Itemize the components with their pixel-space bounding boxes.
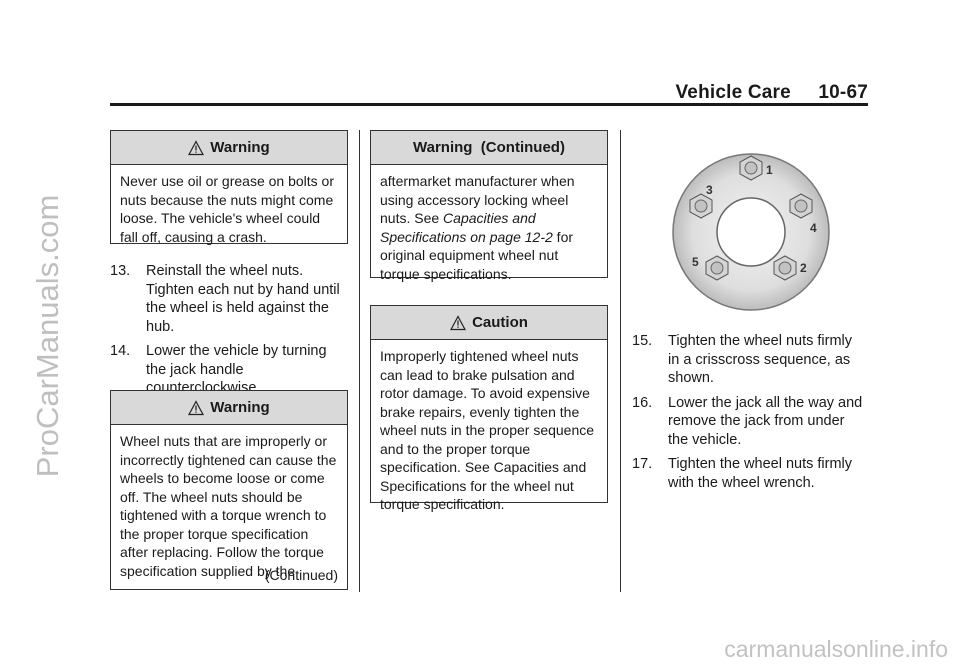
warning-triangle-icon [188, 139, 205, 155]
warning-continued-box: Warning (Continued) aftermarket manufact… [370, 130, 608, 282]
nut-label-3: 3 [706, 183, 713, 197]
warning-triangle-icon [188, 399, 205, 415]
warning-text: aftermarket manufacturer when using acce… [371, 165, 607, 283]
column-divider-1 [359, 130, 360, 592]
lug-nut-4 [789, 193, 813, 219]
page-number: 10-67 [818, 82, 868, 103]
list-item: 13. Reinstall the wheel nuts. Tighten ea… [110, 262, 350, 336]
step-number: 15. [632, 333, 653, 349]
step-number: 13. [110, 263, 131, 279]
side-watermark: ProCarManuals.com [30, 194, 65, 478]
warning-text-part: for original equipment wheel nut torque … [380, 228, 574, 282]
nut-label-2: 2 [800, 261, 807, 275]
nut-label-5: 5 [692, 255, 699, 269]
warning-box-header: Warning [111, 391, 347, 425]
warning-box-header: Warning (Continued) [371, 131, 607, 165]
steps-list-2: 15. Tighten the wheel nuts firmly in a c… [632, 332, 864, 498]
caution-box: Caution Improperly tightened wheel nuts … [370, 305, 608, 512]
warning-heading: Warning [210, 399, 270, 416]
lug-nut-5 [705, 255, 729, 281]
caution-heading: Caution [472, 314, 528, 331]
caution-triangle-icon [450, 314, 467, 330]
steps-list-1: 13. Reinstall the wheel nuts. Tighten ea… [110, 262, 350, 404]
warning-text: Never use oil or grease on bolts or nuts… [120, 173, 334, 245]
step-number: 14. [110, 343, 131, 359]
step-text: Reinstall the wheel nuts. Tighten each n… [146, 263, 340, 335]
step-text: Tighten the wheel nuts firmly with the w… [668, 456, 853, 491]
nut-label-4: 4 [810, 221, 817, 235]
lug-nut-1 [739, 155, 763, 181]
step-text: Lower the jack all the way and remove th… [668, 394, 863, 448]
warning-heading: Warning [210, 139, 270, 156]
caution-text: Improperly tightened wheel nuts can lead… [380, 348, 595, 512]
warning-box-header: Warning [111, 131, 347, 165]
list-item: 17. Tighten the wheel nuts firmly with t… [632, 455, 864, 492]
hub-center-hole [716, 197, 786, 267]
step-number: 17. [632, 456, 653, 472]
wheel-nut-sequence-figure: 1 2 3 4 5 [672, 153, 830, 311]
warning-text-part: aftermarket manufacturer when using acce… [380, 173, 575, 226]
warning-box-1: Warning Never use oil or grease on bolts… [110, 130, 348, 245]
column-divider-2 [620, 130, 621, 592]
section-title: Vehicle Care [675, 82, 791, 103]
warning-text: Wheel nuts that are improperly or incorr… [120, 433, 337, 579]
warning-box-2: Warning Wheel nuts that are improperly o… [110, 390, 348, 590]
header-rule [110, 103, 868, 106]
continued-label: (Continued) [264, 567, 338, 583]
warning-heading: Warning (Continued) [413, 139, 565, 156]
list-item: 15. Tighten the wheel nuts firmly in a c… [632, 332, 864, 388]
cross-reference: Capacities and Specifications on page 12… [380, 210, 553, 245]
list-item: 16. Lower the jack all the way and remov… [632, 394, 864, 450]
step-text: Tighten the wheel nuts firmly in a criss… [668, 333, 853, 386]
nut-label-1: 1 [766, 163, 773, 177]
page-header: Vehicle Care 10-67 [675, 82, 868, 104]
lug-nut-2 [773, 255, 797, 281]
lug-nut-3 [689, 193, 713, 219]
step-number: 16. [632, 394, 653, 411]
caution-box-header: Caution [371, 306, 607, 340]
bottom-watermark: carmanualsonline.info [724, 636, 948, 662]
